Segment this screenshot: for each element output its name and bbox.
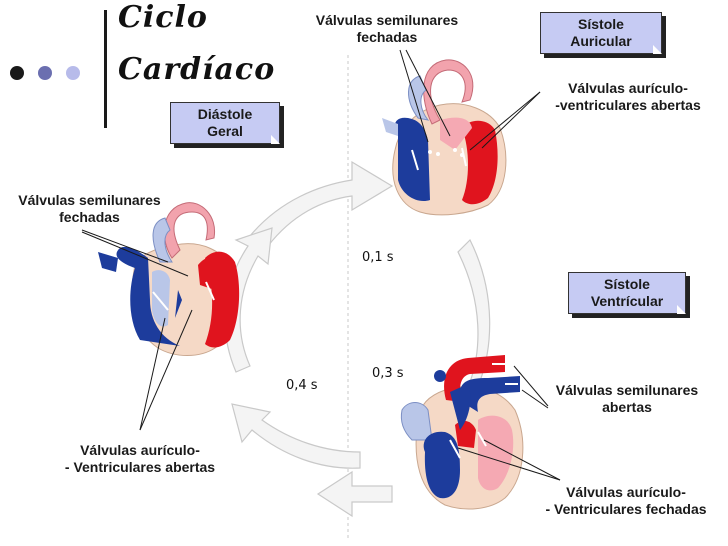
pointer-lines xyxy=(81,49,561,481)
phase-note-atrial-systole: Sístole Auricular xyxy=(540,12,662,54)
phase-note-atrial-systole-line2: Auricular xyxy=(570,33,632,49)
time-label-0-3: 0,3 s xyxy=(372,366,404,381)
phase-note-atrial-systole-line1: Sístole xyxy=(578,16,624,32)
label-right-semilunar: Válvulas semilunares abertas xyxy=(532,382,722,416)
phase-note-ventricular-systole-line1: Sístole xyxy=(604,276,650,292)
label-top-semilunar-line1: Válvulas semilunares xyxy=(315,12,459,28)
label-right-av: Válvulas aurículo- - Ventriculares fecha… xyxy=(524,484,728,518)
phase-note-diastole-line2: Geral xyxy=(207,123,243,139)
title-bar xyxy=(104,10,107,128)
heart-diagram-icon xyxy=(400,355,524,510)
label-left-av-line2: - Ventriculares abertas xyxy=(64,459,216,475)
label-right-av-line1: Válvulas aurículo- xyxy=(566,484,686,500)
page-title-line2: Cardíaco xyxy=(118,52,276,87)
label-left-av: Válvulas aurículo- - Ventriculares abert… xyxy=(40,442,240,476)
bullet-dot-mid xyxy=(38,66,52,80)
time-label-0-1: 0,1 s xyxy=(362,250,394,265)
label-left-av-line1: Válvulas aurículo- xyxy=(80,442,200,458)
label-left-semilunar-line2: fechadas xyxy=(59,209,120,225)
label-right-semilunar-line1: Válvulas semilunares xyxy=(555,382,699,398)
phase-note-diastole-line1: Diástole xyxy=(197,106,253,122)
label-top-av-line1: Válvulas aurículo- xyxy=(568,80,688,96)
label-right-av-line2: - Ventriculares fechadas xyxy=(545,501,707,517)
heart-diagram-icon xyxy=(98,202,240,356)
label-right-semilunar-line2: abertas xyxy=(602,399,652,415)
phase-note-diastole: Diástole Geral xyxy=(170,102,280,144)
phase-note-ventricular-systole-line2: Ventrícular xyxy=(590,293,664,309)
phase-note-ventricular-systole: Sístole Ventrícular xyxy=(568,272,686,314)
label-top-semilunar: Válvulas semilunares fechadas xyxy=(292,12,482,46)
bullet-dot-dark xyxy=(10,66,24,80)
label-left-semilunar: Válvulas semilunares fechadas xyxy=(2,192,177,226)
label-top-av: Válvulas aurículo- -ventriculares aberta… xyxy=(528,80,728,114)
page-title-line1: Ciclo xyxy=(118,0,208,35)
bullet-dot-light xyxy=(66,66,80,80)
label-top-semilunar-line2: fechadas xyxy=(356,29,418,45)
label-top-av-line2: -ventriculares abertas xyxy=(555,97,701,113)
time-label-0-4: 0,4 s xyxy=(286,378,318,393)
label-left-semilunar-line1: Válvulas semilunares xyxy=(18,192,161,208)
heart-diagram-icon xyxy=(382,59,507,216)
